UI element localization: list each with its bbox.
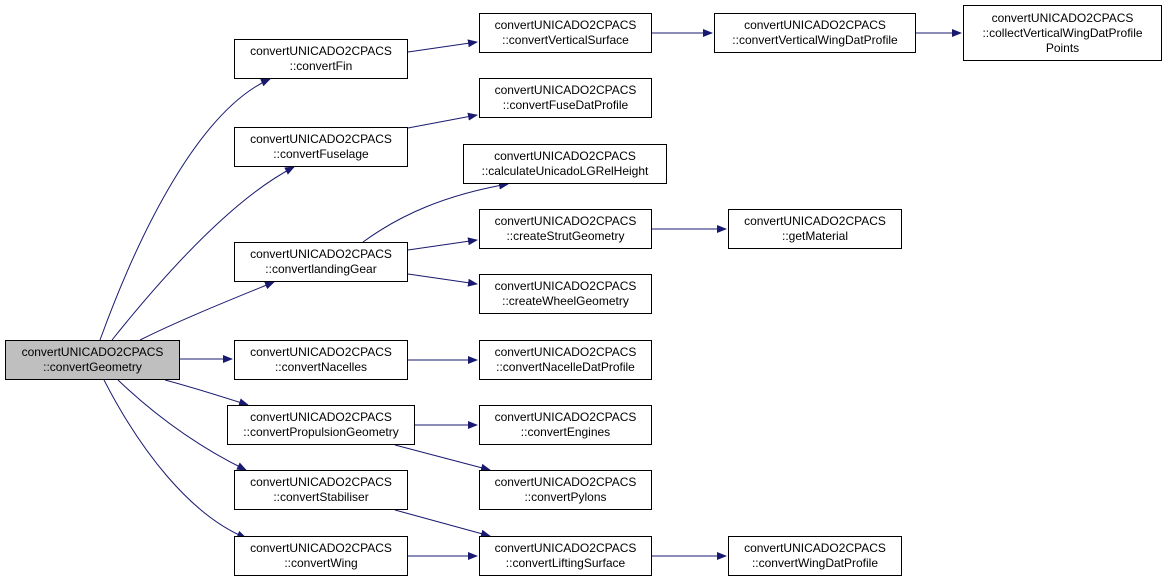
node-label-line: convertUNICADO2CPACS <box>744 214 886 228</box>
node-createWheelGeometry[interactable]: convertUNICADO2CPACS::createWheelGeometr… <box>479 274 652 314</box>
node-label-line: ::convertWingDatProfile <box>751 556 879 570</box>
node-label-line: ::getMaterial <box>781 229 849 243</box>
node-convertPylons[interactable]: convertUNICADO2CPACS::convertPylons <box>479 470 652 510</box>
edge-convertGeometry-to-convertlandingGear <box>139 281 275 341</box>
node-convertFuseDatProfile[interactable]: convertUNICADO2CPACS::convertFuseDatProf… <box>479 78 652 118</box>
node-label-line: convertUNICADO2CPACS <box>21 345 164 359</box>
node-label-line: convertUNICADO2CPACS <box>494 18 637 32</box>
node-convertGeometry: convertUNICADO2CPACS::convertGeometry <box>5 340 180 380</box>
node-label-line: ::convertVerticalSurface <box>502 33 629 47</box>
node-label-line: ::convertStabiliser <box>273 490 369 504</box>
node-label-line: convertUNICADO2CPACS <box>250 44 392 58</box>
node-convertPropulsionGeometry[interactable]: convertUNICADO2CPACS::convertPropulsionG… <box>227 405 415 445</box>
node-label-line: convertUNICADO2CPACS <box>250 132 392 146</box>
node-convertEngines[interactable]: convertUNICADO2CPACS::convertEngines <box>479 405 652 445</box>
node-convertStabiliser[interactable]: convertUNICADO2CPACS::convertStabiliser <box>234 470 408 510</box>
node-label-line: convertUNICADO2CPACS <box>494 541 637 555</box>
edge-convertPropulsionGeometry-to-convertPylons <box>394 444 491 472</box>
node-convertlandingGear[interactable]: convertUNICADO2CPACS::convertlandingGear <box>234 242 408 282</box>
node-label-line: ::convertVerticalWingDatProfile <box>732 33 898 47</box>
node-convertFuselage[interactable]: convertUNICADO2CPACS::convertFuselage <box>234 127 408 167</box>
node-label-line: ::convertFin <box>289 59 353 73</box>
node-label-line: ::convertNacelleDatProfile <box>496 360 635 374</box>
node-label-line: ::convertWing <box>284 556 358 570</box>
node-label-line: ::convertEngines <box>520 425 611 439</box>
node-label-line: convertUNICADO2CPACS <box>744 541 886 555</box>
node-label-line: ::convertNacelles <box>274 360 368 374</box>
edge-convertlandingGear-to-calculateUnicadoLGRelHeight <box>362 181 509 243</box>
node-label-line: convertUNICADO2CPACS <box>494 149 636 163</box>
edge-convertlandingGear-to-createStrutGeometry <box>407 237 478 251</box>
node-convertVerticalSurface[interactable]: convertUNICADO2CPACS::convertVerticalSur… <box>479 13 652 53</box>
node-convertFin[interactable]: convertUNICADO2CPACS::convertFin <box>234 39 408 79</box>
node-label-line: convertUNICADO2CPACS <box>250 247 392 261</box>
node-convertWingDatProfile[interactable]: convertUNICADO2CPACS::convertWingDatProf… <box>728 536 902 576</box>
node-convertVerticalWingDatProfile[interactable]: convertUNICADO2CPACS::convertVerticalWin… <box>714 13 916 53</box>
node-label-line: ::convertGeometry <box>43 360 142 374</box>
node-label-line: convertUNICADO2CPACS <box>494 345 637 359</box>
node-label-line: convertUNICADO2CPACS <box>494 475 637 489</box>
edge-convertGeometry-to-convertStabiliser <box>117 379 247 471</box>
node-createStrutGeometry[interactable]: convertUNICADO2CPACS::createStrutGeometr… <box>479 209 652 249</box>
edge-convertStabiliser-to-convertLiftingSurface <box>394 509 491 538</box>
node-label-line: ::createWheelGeometry <box>502 294 629 308</box>
edge-convertlandingGear-to-createWheelGeometry <box>407 273 478 287</box>
edge-convertFin-to-convertVerticalSurface <box>407 39 478 53</box>
node-label-line: convertUNICADO2CPACS <box>744 18 886 32</box>
node-label-line: convertUNICADO2CPACS <box>494 214 637 228</box>
edge-convertGeometry-to-convertFin <box>99 78 271 341</box>
node-label-line: Points <box>1045 40 1080 55</box>
edge-convertGeometry-to-convertWing <box>103 379 247 539</box>
node-convertNacelleDatProfile[interactable]: convertUNICADO2CPACS::convertNacelleDatP… <box>479 340 652 380</box>
node-convertWing[interactable]: convertUNICADO2CPACS::convertWing <box>234 536 408 576</box>
node-label-line: convertUNICADO2CPACS <box>991 10 1134 25</box>
node-convertLiftingSurface[interactable]: convertUNICADO2CPACS::convertLiftingSurf… <box>479 536 652 576</box>
edge-convertGeometry-to-convertFuselage <box>111 166 295 341</box>
node-getMaterial[interactable]: convertUNICADO2CPACS::getMaterial <box>728 209 902 249</box>
node-label-line: ::convertPropulsionGeometry <box>243 425 399 439</box>
node-label-line: convertUNICADO2CPACS <box>494 410 637 424</box>
node-label-line: convertUNICADO2CPACS <box>494 83 637 97</box>
node-label-line: ::createStrutGeometry <box>506 229 625 243</box>
node-label-line: ::collectVerticalWingDatProfile <box>982 25 1143 40</box>
node-label-line: convertUNICADO2CPACS <box>250 410 392 424</box>
node-label-line: convertUNICADO2CPACS <box>494 279 637 293</box>
node-label-line: convertUNICADO2CPACS <box>250 475 392 489</box>
node-convertNacelles[interactable]: convertUNICADO2CPACS::convertNacelles <box>234 340 408 380</box>
node-collectVerticalWingDatProfilePoints[interactable]: convertUNICADO2CPACS::collectVerticalWin… <box>963 5 1162 61</box>
node-label-line: ::convertPylons <box>524 490 607 504</box>
node-label-line: ::convertFuselage <box>273 147 369 161</box>
node-calculateUnicadoLGRelHeight[interactable]: convertUNICADO2CPACS::calculateUnicadoLG… <box>463 144 667 184</box>
node-label-line: convertUNICADO2CPACS <box>250 541 392 555</box>
edge-convertGeometry-to-convertPropulsionGeometry <box>164 379 249 407</box>
node-label-line: ::convertFuseDatProfile <box>502 98 629 112</box>
node-label-line: ::convertlandingGear <box>265 262 377 276</box>
edge-convertFuselage-to-convertFuseDatProfile <box>407 112 478 129</box>
node-label-line: ::calculateUnicadoLGRelHeight <box>481 164 649 178</box>
node-label-line: convertUNICADO2CPACS <box>250 345 392 359</box>
node-label-line: ::convertLiftingSurface <box>505 556 626 570</box>
